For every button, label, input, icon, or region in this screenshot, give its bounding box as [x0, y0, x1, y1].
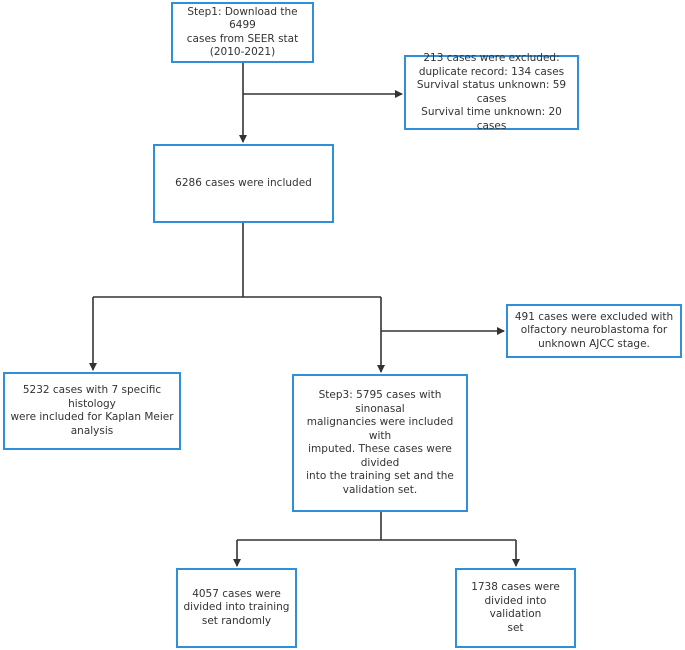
excluded-491-line-1: 491 cases were excluded with: [514, 310, 674, 323]
validation-1738-line-3: set: [507, 621, 524, 634]
km-5232-box: 5232 cases with 7 specific histology wer…: [3, 372, 181, 450]
excluded-213-box: 213 cases were excluded: duplicate recor…: [404, 52, 579, 132]
km-5232-line-1: 5232 cases with 7 specific histology: [22, 384, 162, 410]
excluded-213-line-4: Survival time unknown: 20 cases: [421, 106, 562, 132]
step1-download-box: Step1: Download the 6499 cases from SEER…: [171, 2, 314, 63]
validation-1738-box: 1738 cases were divided into validation …: [455, 568, 576, 648]
validation-1738-line-2: divided into validation: [484, 594, 547, 621]
validation-1738-line-1: 1738 cases were: [471, 581, 560, 593]
step3-line-4: into the training set and the: [306, 470, 454, 482]
step3-box: Step3: 5795 cases with sinonasal maligna…: [292, 374, 468, 512]
step1-line-1: Step1: Download the 6499: [187, 5, 298, 32]
excluded-213-line-3: Survival status unknown: 59 cases: [416, 79, 567, 105]
included-6286-box: 6286 cases were included: [153, 144, 334, 223]
training-4057-line-2: divided into training: [183, 601, 290, 614]
step1-line-2: cases from SEER stat: [186, 32, 299, 45]
excluded-213-line-2: duplicate record: 134 cases: [418, 65, 565, 78]
step1-line-3: (2010-2021): [209, 46, 276, 58]
step3-line-5: validation set.: [342, 483, 418, 496]
km-5232-line-3: analysis: [70, 424, 114, 437]
excluded-491-box: 491 cases were excluded with olfactory n…: [506, 304, 682, 358]
excluded-491-line-2: olfactory neuroblastoma for: [520, 324, 668, 337]
excluded-213-line-1: 213 cases were excluded:: [423, 52, 560, 64]
training-4057-box: 4057 cases were divided into training se…: [176, 568, 297, 648]
step3-line-2: malignancies were included with: [306, 416, 454, 442]
step3-line-3: imputed. These cases were divided: [308, 443, 452, 469]
km-5232-line-2: were included for Kaplan Meier: [10, 411, 174, 423]
excluded-491-line-3: unknown AJCC stage.: [538, 337, 650, 350]
training-4057-line-3: set randomly: [201, 614, 272, 627]
step3-line-1: Step3: 5795 cases with sinonasal: [318, 389, 442, 415]
training-4057-line-1: 4057 cases were: [192, 587, 281, 600]
included-6286-line-1: 6286 cases were included: [175, 176, 312, 189]
